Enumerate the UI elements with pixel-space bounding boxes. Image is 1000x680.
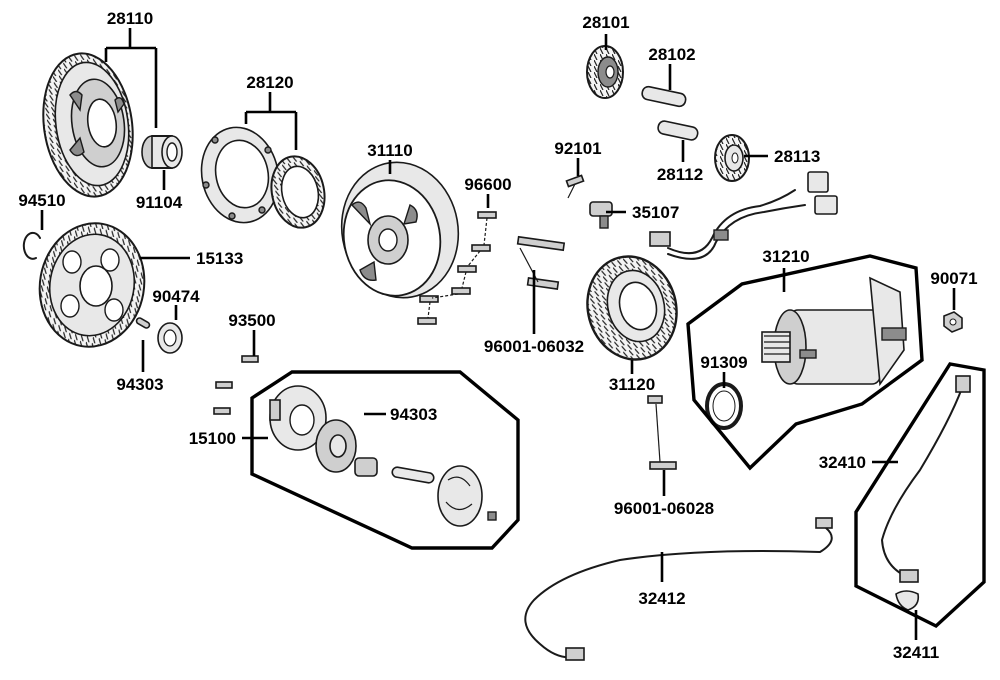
label-28101: 28101: [582, 13, 629, 32]
clamp-32411: [895, 590, 920, 611]
oil-pump-parts-15100: [269, 385, 497, 527]
label-93500: 93500: [228, 311, 275, 330]
label-91104: 91104: [136, 193, 183, 212]
shaft-28102: [641, 85, 687, 108]
starter-gear-28110: [42, 52, 134, 198]
flywheel-31110: [340, 161, 460, 299]
label-94303-right: 94303: [390, 405, 437, 424]
label-96600: 96600: [464, 175, 511, 194]
label-28113: 28113: [774, 147, 820, 166]
bolts-96001-06032: [516, 235, 566, 290]
label-90474: 90474: [152, 287, 200, 306]
gear-15133: [38, 222, 146, 348]
label-94303-left: 94303: [116, 375, 163, 394]
label-31120: 31120: [609, 375, 655, 394]
cable-32410: [881, 375, 971, 583]
circlip-94510: [22, 231, 41, 260]
label-15100: 15100: [189, 429, 236, 448]
label-32410: 32410: [819, 453, 866, 472]
cable-32412: [524, 517, 833, 661]
washer-90474: [157, 322, 183, 354]
label-35107: 35107: [632, 203, 679, 222]
shaft-28112: [657, 120, 699, 141]
group-box-32410: [854, 362, 986, 629]
pin-94303-left: [135, 317, 151, 329]
nut-90071: [943, 311, 963, 333]
label-96001-06032: 96001-06032: [484, 337, 584, 356]
gear-28113: [714, 134, 750, 182]
gear-28101: [586, 45, 624, 99]
label-15133: 15133: [196, 249, 243, 268]
bolts-96600: [417, 211, 497, 325]
label-96001-06028: 96001-06028: [614, 499, 714, 518]
label-90071: 90071: [930, 269, 977, 288]
group-box-31210: [686, 254, 924, 471]
label-94510: 94510: [18, 191, 65, 210]
label-28110: 28110: [107, 9, 153, 28]
leader-lines: [40, 28, 956, 640]
bolts-96001-06028: [647, 395, 677, 470]
label-32412: 32412: [638, 589, 685, 608]
stator-31120: [586, 171, 838, 361]
part-labels: 28110 91104 94510 15133 90474 94303 2812…: [18, 9, 977, 662]
label-28112: 28112: [657, 165, 703, 184]
sensor-35107: [565, 174, 613, 229]
label-92101: 92101: [554, 139, 601, 158]
label-31110: 31110: [367, 141, 412, 160]
group-box-15100: [250, 370, 520, 550]
label-28102: 28102: [648, 45, 695, 64]
label-28120: 28120: [246, 73, 293, 92]
starter-motor-31210: [761, 276, 907, 387]
bearing-91104: [141, 135, 183, 169]
clutch-28120: [200, 126, 326, 229]
label-91309: 91309: [700, 353, 747, 372]
label-31210: 31210: [762, 247, 809, 266]
label-32411: 32411: [893, 643, 939, 662]
screws-93500: [213, 355, 259, 415]
